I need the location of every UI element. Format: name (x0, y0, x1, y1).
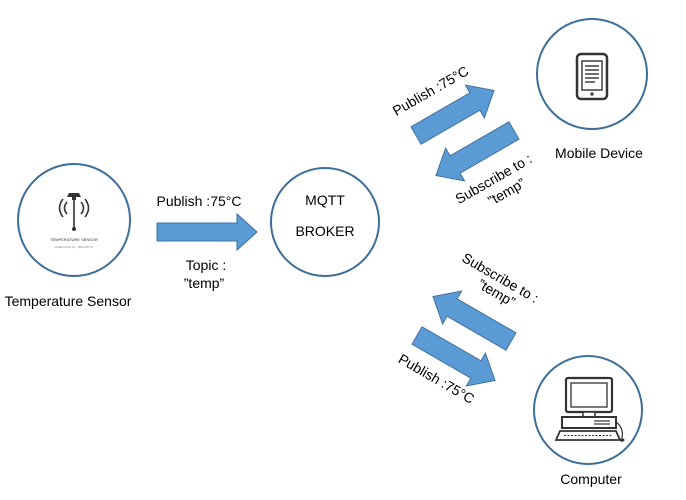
sensor-node: TEMPERATURE SENSOR HLABEXCOIN IoT | SENS… (5, 163, 132, 309)
computer-icon (554, 376, 625, 442)
publish-arrow-broker-to-computer (411, 326, 496, 387)
sensor-image-caption: TEMPERATURE SENSOR (50, 237, 98, 242)
broker-subtitle: BROKER (295, 223, 354, 239)
computer-node: Computer (533, 355, 643, 487)
topic-value: ”temp” (184, 275, 225, 291)
topic-label: Topic : (186, 257, 226, 273)
subscribe-arrow-computer-to-broker (432, 290, 517, 351)
mobile-label: Mobile Device (555, 145, 643, 161)
broker-circle (270, 167, 380, 277)
mobile-node: Mobile Device (536, 18, 648, 161)
computer-label: Computer (560, 471, 622, 487)
temperature-sensor-icon (58, 193, 90, 231)
sensor-publish-label: Publish :75°C (157, 193, 242, 209)
sensor-label: Temperature Sensor (5, 293, 132, 309)
sensor-to-broker-edge: Publish :75°C Topic : ”temp” (156, 193, 258, 291)
sensor-image-subcaption: HLABEXCOIN IoT | SENSOR KIT (55, 245, 94, 249)
publish-arrow-broker-to-mobile (410, 84, 495, 145)
publish-arrow-sensor-to-broker (156, 212, 258, 252)
broker-title: MQTT (305, 192, 345, 208)
mobile-device-icon (575, 52, 609, 101)
broker-node: MQTT BROKER (270, 167, 380, 277)
subscribe-arrow-mobile-to-broker (435, 121, 520, 182)
